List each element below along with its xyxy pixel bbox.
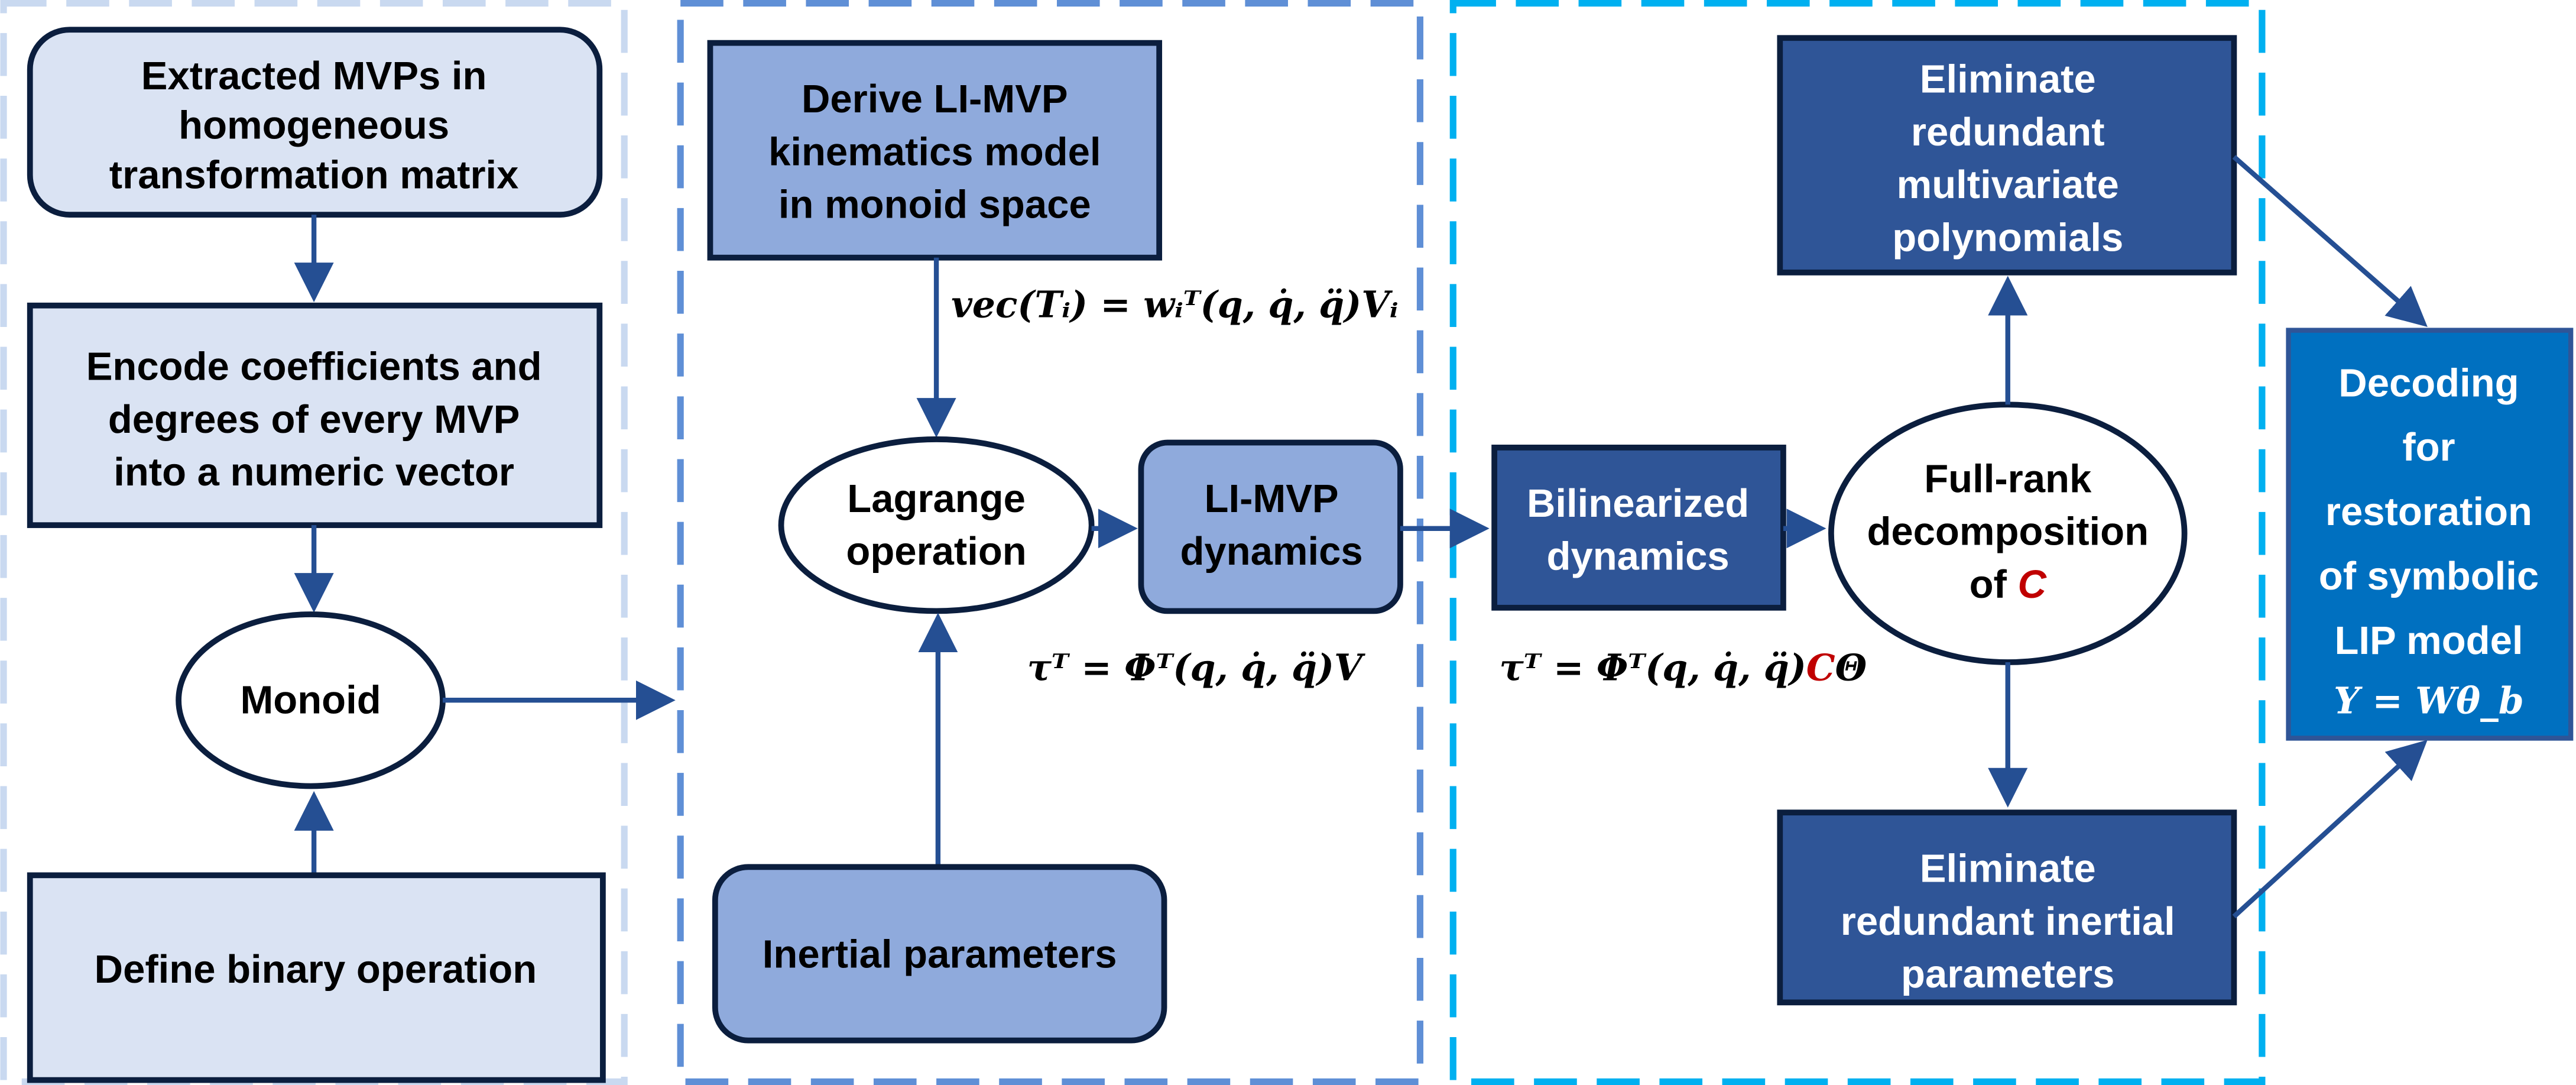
svg-text:parameters: parameters — [1901, 952, 2114, 996]
svg-text:Define binary operation: Define binary operation — [95, 947, 537, 992]
define-label: Define binary operation — [95, 947, 537, 992]
svg-text:operation: operation — [846, 529, 1026, 574]
svg-text:LI-MVP: LI-MVP — [1205, 477, 1339, 521]
svg-text:LIP model: LIP model — [2334, 618, 2523, 663]
svg-text:Derive LI-MVP: Derive LI-MVP — [802, 77, 1068, 121]
svg-text:dynamics: dynamics — [1547, 535, 1730, 579]
svg-text:polynomials: polynomials — [1892, 216, 2123, 260]
limvp-line-1: LI-MVP — [1205, 477, 1339, 521]
elimpoly-line-2: redundant — [1911, 110, 2105, 154]
svg-text:homogeneous: homogeneous — [179, 103, 449, 148]
derive-line-2: kinematics model — [768, 129, 1101, 174]
derive-line-3: in monoid space — [778, 183, 1091, 227]
encode-line-1: Encode coefficients and — [86, 344, 542, 388]
svg-text:redundant inertial: redundant inertial — [1841, 899, 2175, 944]
svg-text:Bilinearized: Bilinearized — [1527, 481, 1749, 526]
encode-line-3: into a numeric vector — [113, 450, 514, 494]
eliminate-polynomials-box — [1777, 35, 2237, 276]
derive-line-1: Derive LI-MVP — [802, 77, 1068, 121]
bilinear-line-2: dynamics — [1547, 535, 1730, 579]
bilinearized-box — [1491, 445, 1786, 611]
decoding-line-5: LIP model — [2334, 618, 2523, 663]
svg-text:decomposition: decomposition — [1867, 510, 2149, 554]
svg-text:redundant: redundant — [1911, 110, 2105, 154]
svg-text:τᵀ = Φᵀ(q, q̇, q̈)V: τᵀ = Φᵀ(q, q̇, q̈)V — [1027, 647, 1365, 689]
svg-text:Eliminate: Eliminate — [1920, 846, 2096, 890]
svg-text:degrees of every MVP: degrees of every MVP — [108, 397, 520, 442]
monoid-label: Monoid — [240, 678, 381, 723]
bilinear-equation-suffix: Θ — [1835, 647, 1867, 689]
svg-text:kinematics model: kinematics model — [768, 129, 1101, 174]
svg-text:Monoid: Monoid — [240, 678, 381, 723]
svg-text:Full-rank: Full-rank — [1924, 456, 2092, 501]
panel-dynamics — [677, 0, 1424, 1085]
decoding-box — [2286, 328, 2574, 741]
derive-kinematics-box — [707, 40, 1163, 261]
svg-text:Lagrange: Lagrange — [847, 477, 1026, 521]
svg-text:of C: of C — [1970, 562, 2048, 607]
eliminertial-line-3: parameters — [1901, 952, 2114, 996]
elimpoly-line-3: multivariate — [1897, 163, 2119, 207]
svg-text:Eliminate: Eliminate — [1920, 57, 2096, 101]
dynamics-equation: τᵀ = Φᵀ(q, q̇, q̈)V — [1027, 647, 1365, 689]
extracted-line-3: transformation matrix — [109, 153, 519, 197]
svg-text:vec(Tᵢ) = wᵢᵀ(q, q̇, q̈)Vᵢ: vec(Tᵢ) = wᵢᵀ(q, q̇, q̈)Vᵢ — [951, 283, 1398, 326]
svg-text:for: for — [2402, 425, 2455, 469]
bilinear-equation-c: C — [1806, 647, 1835, 689]
svg-text:Y = Wθ_b: Y = Wθ_b — [2334, 680, 2524, 723]
svg-text:restoration: restoration — [2325, 490, 2532, 534]
limvp-line-2: dynamics — [1180, 529, 1362, 574]
limvp-dynamics-box — [1138, 439, 1403, 614]
arrow-elimpoly-to-decoding — [2232, 155, 2428, 327]
svg-text:multivariate: multivariate — [1897, 163, 2119, 207]
eliminertial-line-1: Eliminate — [1920, 846, 2096, 890]
arrow-eliminertial-to-decoding — [2232, 740, 2428, 919]
svg-text:Inertial parameters: Inertial parameters — [763, 932, 1117, 977]
elimpoly-line-4: polynomials — [1892, 216, 2123, 260]
inertial-label: Inertial parameters — [763, 932, 1117, 977]
lagrange-line-2: operation — [846, 529, 1026, 574]
svg-text:Decoding: Decoding — [2338, 361, 2519, 405]
svg-text:into a numeric vector: into a numeric vector — [113, 450, 514, 494]
eliminate-inertial-box — [1777, 809, 2237, 1006]
lagrange-line-1: Lagrange — [847, 477, 1026, 521]
fullrank-of: of — [1970, 562, 2018, 607]
inertial-parameters-box — [712, 864, 1167, 1044]
fullrank-line-2: decomposition — [1867, 510, 2149, 554]
bilinear-equation-prefix: τᵀ = Φᵀ(q, q̇, q̈) — [1500, 647, 1806, 689]
define-binary-box — [27, 872, 606, 1083]
extracted-line-2: homogeneous — [179, 103, 449, 148]
encode-line-2: degrees of every MVP — [108, 397, 520, 442]
kinematics-equation: vec(Tᵢ) = wᵢᵀ(q, q̇, q̈)Vᵢ — [951, 283, 1398, 326]
fullrank-c: C — [2017, 562, 2047, 607]
decoding-line-4: of symbolic — [2319, 554, 2539, 598]
decoding-line-2: for — [2402, 425, 2455, 469]
svg-text:of symbolic: of symbolic — [2319, 554, 2539, 598]
svg-text:Encode coefficients and: Encode coefficients and — [86, 344, 542, 388]
elimpoly-line-1: Eliminate — [1920, 57, 2096, 101]
decoding-line-1: Decoding — [2338, 361, 2519, 405]
bilinear-line-1: Bilinearized — [1527, 481, 1749, 526]
eliminertial-line-2: redundant inertial — [1841, 899, 2175, 944]
fullrank-line-1: Full-rank — [1924, 456, 2092, 501]
svg-text:dynamics: dynamics — [1180, 529, 1362, 574]
svg-text:Extracted MVPs in: Extracted MVPs in — [141, 54, 487, 98]
lagrange-node — [778, 436, 1095, 614]
extracted-line-1: Extracted MVPs in — [141, 54, 487, 98]
decoding-line-3: restoration — [2325, 490, 2532, 534]
svg-text:τᵀ = Φᵀ(q, q̇, q̈)CΘ: τᵀ = Φᵀ(q, q̇, q̈)CΘ — [1500, 647, 1867, 689]
decoding-equation: Y = Wθ_b — [2334, 680, 2524, 723]
svg-text:transformation matrix: transformation matrix — [109, 153, 519, 197]
svg-text:in monoid space: in monoid space — [778, 183, 1091, 227]
